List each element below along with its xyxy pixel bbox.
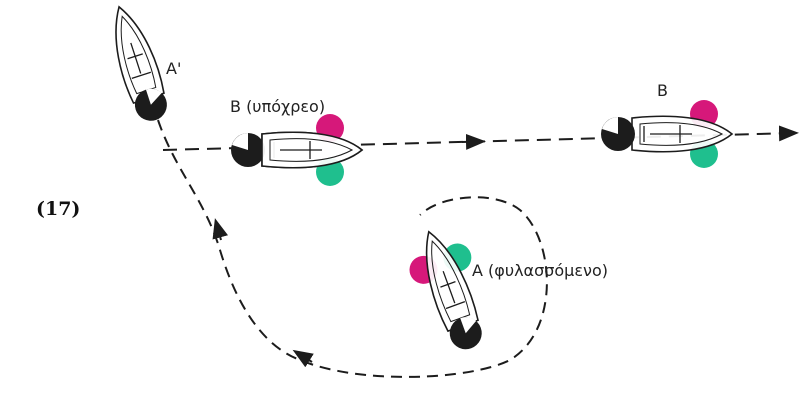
vessel-a-prime [115,5,167,121]
label-b-give-way: B (υπόχρεο) [230,97,325,116]
vessel-a-path-arrow-left [292,349,314,368]
vessel-b-start [231,114,364,186]
figure-number: (17) [36,198,81,220]
vessel-a-stand-on [409,230,482,350]
vessel-a-turning-path [157,119,548,378]
vessel-b-course-arrow [461,133,486,150]
vessel-b-end [601,100,734,168]
label-a-stand-on: A (φυλασσόμενο) [472,261,608,280]
vessel-a-path-arrow-up [212,218,228,241]
label-b-end: B [657,81,668,100]
label-a-prime: A' [166,59,181,78]
